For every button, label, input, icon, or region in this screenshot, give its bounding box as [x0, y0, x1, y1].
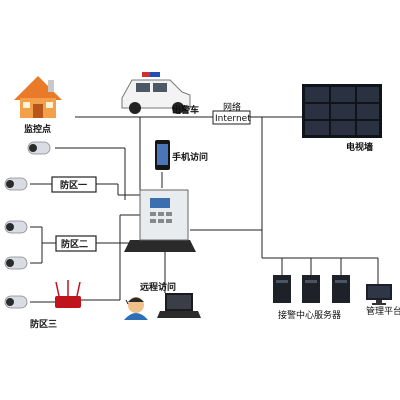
- server-icon: [332, 275, 350, 303]
- zone-1-label: 防区一: [60, 179, 87, 191]
- zone-1-box: [51, 176, 97, 193]
- laptop-icon: [157, 293, 201, 318]
- video-wall-icon: [302, 84, 382, 138]
- internet-label: Internet: [215, 114, 251, 124]
- camera-icon: [4, 177, 28, 191]
- camera-icon: [4, 220, 28, 234]
- monitor-point-label: 监控点: [24, 123, 51, 135]
- zone-3-label: 防区三: [30, 318, 57, 330]
- zone-2-label: 防区二: [61, 238, 88, 250]
- server-icon: [302, 275, 320, 303]
- camera-icon: [4, 256, 28, 270]
- police-car-icon: [121, 72, 191, 114]
- internet-box: [212, 110, 251, 125]
- monitor-icon: [366, 284, 392, 305]
- zone-2-box: [55, 235, 97, 252]
- network-label: 网络: [223, 101, 241, 113]
- server-icon: [273, 275, 291, 303]
- router-icon: [55, 280, 81, 308]
- camera-icon: [27, 141, 51, 155]
- mobile-phone-icon: [155, 140, 170, 170]
- police-car-label: 出警车: [172, 104, 199, 116]
- alarm-center-server-label: 接警中心服务器: [278, 309, 341, 321]
- camera-icon: [4, 295, 28, 309]
- management-platform-label: 管理平台: [366, 305, 400, 317]
- user-avatar-icon: [124, 297, 148, 320]
- remote-access-label: 远程访问: [140, 281, 176, 293]
- mobile-access-label: 手机访问: [172, 151, 208, 163]
- connection-lines: [30, 116, 379, 303]
- alarm-panel-icon: [124, 189, 196, 252]
- video-wall-label: 电视墙: [346, 141, 373, 153]
- house-icon: [14, 76, 62, 118]
